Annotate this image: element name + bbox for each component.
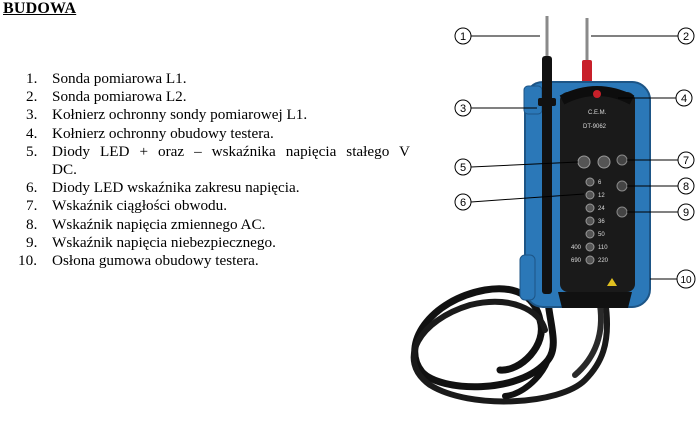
part-item: 7. Wskaźnik ciągłości obwodu. <box>18 197 410 215</box>
part-number: 7. <box>26 197 38 215</box>
callout-label: 3 <box>460 103 466 115</box>
range-label: 110 <box>598 245 608 251</box>
callout-9 <box>677 203 695 221</box>
part-item: 1. Sonda pomiarowa L1. <box>18 70 410 88</box>
range-label: 24 <box>598 206 605 212</box>
part-item: 3. Kołnierz ochronny sondy pomiarowej L1. <box>18 106 410 124</box>
probe-l1 <box>538 16 556 294</box>
device-brand: C.E.M. <box>588 110 607 116</box>
parts-list: 1. Sonda pomiarowa L1. 2. Sonda pomiarowa … <box>18 70 410 270</box>
callout-6 <box>454 193 472 211</box>
part-text: Kołnierz ochronny obudowy testera. <box>52 124 274 142</box>
part-number: 3. <box>26 106 38 124</box>
part-text: Osłona gumowa obudowy testera. <box>52 252 259 270</box>
part-text: Diody LED wskaźnika zakresu napięcia. <box>52 179 300 197</box>
part-text: Wskaźnik ciągłości obwodu. <box>52 197 228 215</box>
part-number: 1. <box>26 70 38 87</box>
range-label: 12 <box>598 193 605 199</box>
range-label: 36 <box>598 219 605 225</box>
range-label-left: 690 <box>571 258 582 264</box>
part-text: Diody LED + oraz – wskaźnika napięcia st… <box>52 142 410 160</box>
tester-housing: C.E.M. DT-9062 6 12 24 36 50 110 220 400… <box>519 81 651 308</box>
callout-label: 6 <box>460 197 466 209</box>
callout-4 <box>675 89 693 107</box>
callout-2 <box>677 27 695 45</box>
callout-label: 10 <box>680 275 692 286</box>
part-number: 8. <box>26 215 38 233</box>
part-text: Wskaźnik napięcia niebezpiecznego. <box>52 233 276 251</box>
part-number: 6. <box>26 179 38 197</box>
range-label: 6 <box>598 180 602 186</box>
part-item: 6. Diody LED wskaźnika zakresu napięcia. <box>18 179 410 197</box>
part-item: 10. Osłona gumowa obudowy testera. <box>18 252 410 270</box>
callout-5 <box>454 158 472 176</box>
callout-10 <box>676 269 696 289</box>
range-label: 50 <box>598 232 605 238</box>
probe-cable-l2 <box>410 297 611 405</box>
part-number: 5. <box>26 142 38 160</box>
part-number: 9. <box>26 233 38 251</box>
part-item-continuation: DC. <box>18 161 410 179</box>
part-item: 4. Kołnierz ochronny obudowy testera. <box>18 125 410 143</box>
part-item: 5. Diody LED + oraz – wskaźnika napięcia … <box>18 143 410 161</box>
heading: BUDOWA <box>3 0 77 17</box>
probe-l2 <box>582 18 592 92</box>
callout-label: 4 <box>681 93 687 105</box>
callout-label: 5 <box>460 162 466 174</box>
part-item: 9. Wskaźnik napięcia niebezpiecznego. <box>18 234 410 252</box>
callout-8 <box>677 177 695 195</box>
part-text: Sonda pomiarowa L1. <box>52 70 187 87</box>
device-model: DT-9062 <box>583 124 607 130</box>
part-number: 2. <box>26 88 38 106</box>
part-number: 4. <box>26 124 38 142</box>
callout-label: 2 <box>683 31 689 43</box>
range-label-left: 400 <box>571 245 582 251</box>
callout-7 <box>677 151 695 169</box>
part-text: Wskaźnik napięcia zmiennego AC. <box>52 215 266 233</box>
warning-icon <box>607 278 617 286</box>
part-number: 10. <box>18 252 37 270</box>
callout-label: 7 <box>683 155 689 167</box>
callout-label: 1 <box>460 31 466 43</box>
range-label: 220 <box>598 258 609 264</box>
part-text: DC. <box>52 161 77 179</box>
part-text: Sonda pomiarowa L2. <box>52 88 187 106</box>
callout-label: 9 <box>683 207 689 219</box>
callout-label: 8 <box>683 181 689 193</box>
callout-3 <box>454 99 472 117</box>
part-text: Kołnierz ochronny sondy pomiarowej L1. <box>52 106 308 124</box>
part-item: 2. Sonda pomiarowa L2. <box>18 88 410 106</box>
part-item: 8. Wskaźnik napięcia zmiennego AC. <box>18 216 410 234</box>
callout-1 <box>454 27 472 45</box>
